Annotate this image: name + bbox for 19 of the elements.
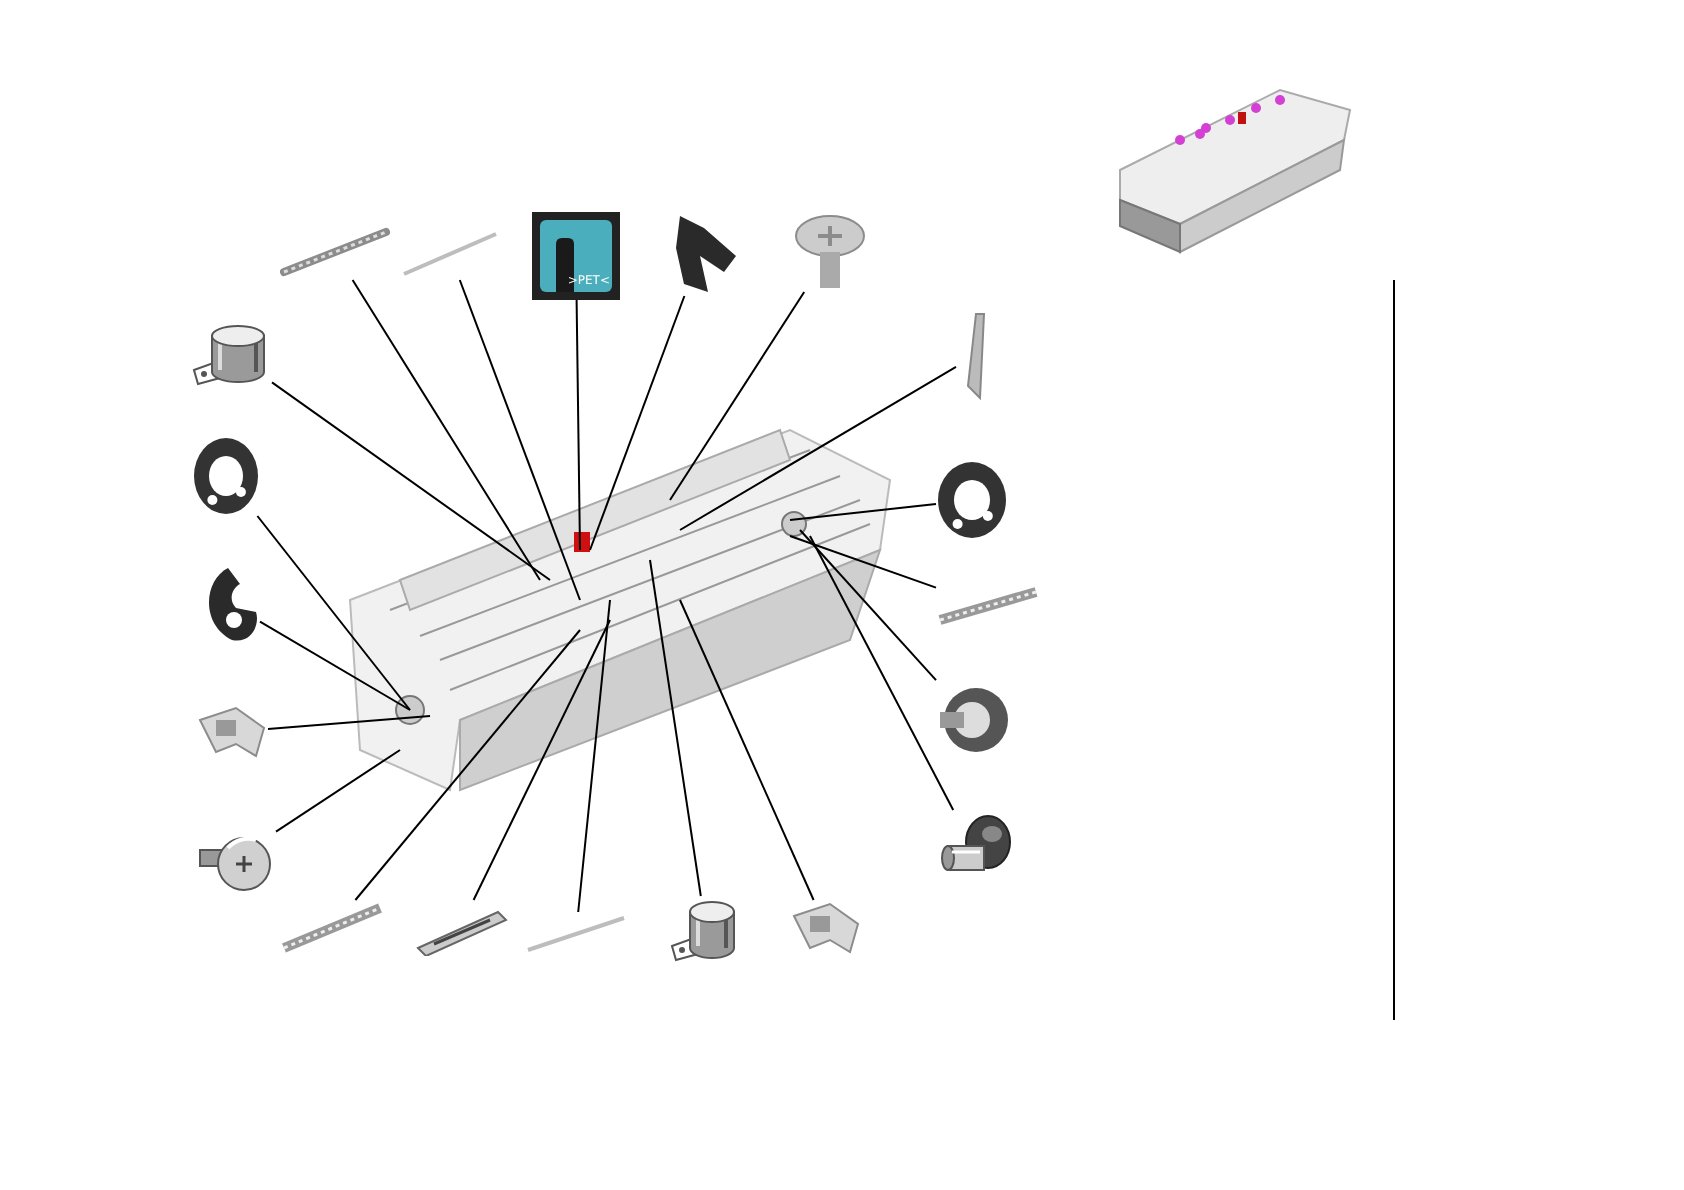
leader-line (679, 599, 815, 901)
leader-line (577, 599, 611, 913)
leader-line (589, 295, 686, 551)
leader-line (271, 381, 551, 581)
leader-line (472, 619, 611, 901)
leader-line (458, 279, 581, 601)
leader-line (267, 715, 431, 730)
leader-line (679, 365, 957, 531)
leader-line (575, 299, 581, 551)
leader-line (275, 749, 401, 833)
leader-line (256, 515, 411, 711)
leader-line (354, 629, 581, 901)
leader-line (259, 620, 411, 711)
leader-line (799, 529, 937, 682)
leader-line (789, 503, 937, 521)
leader-line (649, 559, 702, 897)
leader-line (809, 535, 955, 811)
leader-line (351, 279, 541, 581)
leader-line (789, 535, 937, 589)
